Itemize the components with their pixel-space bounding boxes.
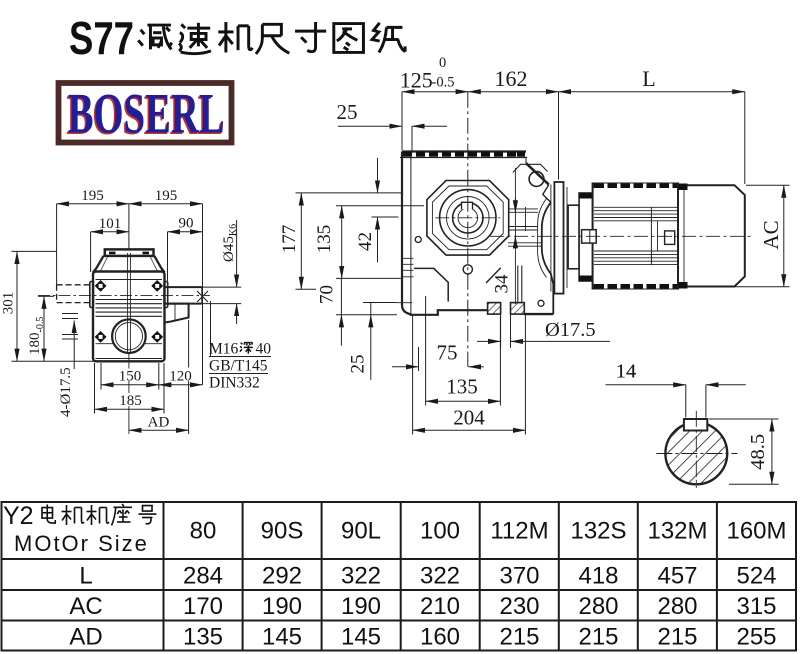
- svg-text:204: 204: [453, 406, 485, 430]
- svg-text:190: 190: [262, 593, 302, 620]
- svg-text:Ø45K6: Ø45K6: [221, 224, 239, 262]
- svg-text:195: 195: [81, 188, 104, 204]
- svg-text:132M: 132M: [647, 518, 707, 545]
- svg-text:BOSERL: BOSERL: [66, 84, 223, 147]
- svg-text:135: 135: [183, 624, 223, 651]
- svg-text:34: 34: [492, 274, 513, 294]
- svg-text:195: 195: [155, 188, 178, 204]
- svg-text:215: 215: [499, 624, 539, 651]
- svg-text:48.5: 48.5: [747, 434, 769, 470]
- svg-text:150: 150: [119, 369, 142, 385]
- svg-text:0: 0: [439, 55, 446, 71]
- svg-text:25: 25: [348, 355, 369, 374]
- svg-text:MOtOr Size: MOtOr Size: [14, 531, 149, 556]
- svg-text:301: 301: [1, 292, 17, 315]
- svg-text:S77: S77: [69, 12, 134, 64]
- svg-text:145: 145: [262, 624, 302, 651]
- svg-text:GB/T145: GB/T145: [209, 358, 268, 375]
- svg-text:DIN332: DIN332: [209, 375, 260, 392]
- svg-text:125: 125: [400, 68, 433, 93]
- svg-text:25: 25: [337, 100, 358, 124]
- svg-text:315: 315: [736, 593, 776, 620]
- svg-text:14: 14: [616, 361, 637, 383]
- svg-text:120: 120: [169, 369, 192, 385]
- svg-text:L: L: [79, 563, 92, 590]
- svg-text:-0.5: -0.5: [432, 75, 455, 91]
- svg-text:90L: 90L: [341, 518, 381, 545]
- svg-text:180-0.5: 180-0.5: [27, 317, 46, 355]
- svg-text:370: 370: [499, 563, 539, 590]
- svg-text:162: 162: [495, 66, 528, 91]
- svg-text:75: 75: [437, 341, 458, 365]
- svg-text:80: 80: [190, 518, 217, 545]
- svg-text:90: 90: [179, 216, 194, 232]
- svg-text:101: 101: [99, 216, 122, 232]
- svg-text:280: 280: [578, 593, 618, 620]
- svg-text:BOSERL: BOSERL: [68, 83, 225, 146]
- svg-text:215: 215: [578, 624, 618, 651]
- svg-text:284: 284: [183, 563, 223, 590]
- svg-text:M16: M16: [209, 341, 239, 358]
- svg-text:132S: 132S: [570, 518, 626, 545]
- svg-text:457: 457: [657, 563, 697, 590]
- svg-text:292: 292: [262, 563, 302, 590]
- svg-text:AD: AD: [148, 415, 170, 431]
- svg-text:14: 14: [616, 361, 637, 383]
- svg-text:Ø17.5: Ø17.5: [545, 319, 596, 341]
- svg-text:135: 135: [314, 225, 335, 254]
- svg-text:190: 190: [341, 593, 381, 620]
- svg-text:170: 170: [183, 593, 223, 620]
- svg-text:322: 322: [341, 563, 381, 590]
- svg-text:230: 230: [499, 593, 539, 620]
- svg-text:90S: 90S: [261, 518, 304, 545]
- svg-text:280: 280: [657, 593, 697, 620]
- svg-text:255: 255: [736, 624, 776, 651]
- svg-text:AC: AC: [759, 220, 783, 249]
- svg-text:135: 135: [446, 375, 478, 399]
- svg-text:160: 160: [420, 624, 460, 651]
- svg-text:40: 40: [256, 341, 272, 358]
- svg-text:AD: AD: [69, 624, 102, 651]
- svg-text:185: 185: [119, 393, 142, 409]
- svg-text:160M: 160M: [726, 518, 786, 545]
- svg-text:L: L: [642, 66, 655, 91]
- svg-text:AC: AC: [69, 593, 102, 620]
- svg-text:145: 145: [341, 624, 381, 651]
- svg-text:177: 177: [279, 225, 300, 254]
- svg-text:524: 524: [736, 563, 776, 590]
- svg-text:112M: 112M: [490, 518, 548, 545]
- svg-text:322: 322: [420, 563, 460, 590]
- svg-text:4-Ø17.5: 4-Ø17.5: [58, 367, 74, 417]
- svg-text:418: 418: [578, 563, 618, 590]
- svg-text:100: 100: [420, 518, 460, 545]
- svg-text:210: 210: [420, 593, 460, 620]
- svg-text:42: 42: [355, 232, 376, 251]
- svg-text:215: 215: [657, 624, 697, 651]
- svg-text:Y2: Y2: [3, 502, 34, 530]
- svg-text:70: 70: [317, 285, 338, 304]
